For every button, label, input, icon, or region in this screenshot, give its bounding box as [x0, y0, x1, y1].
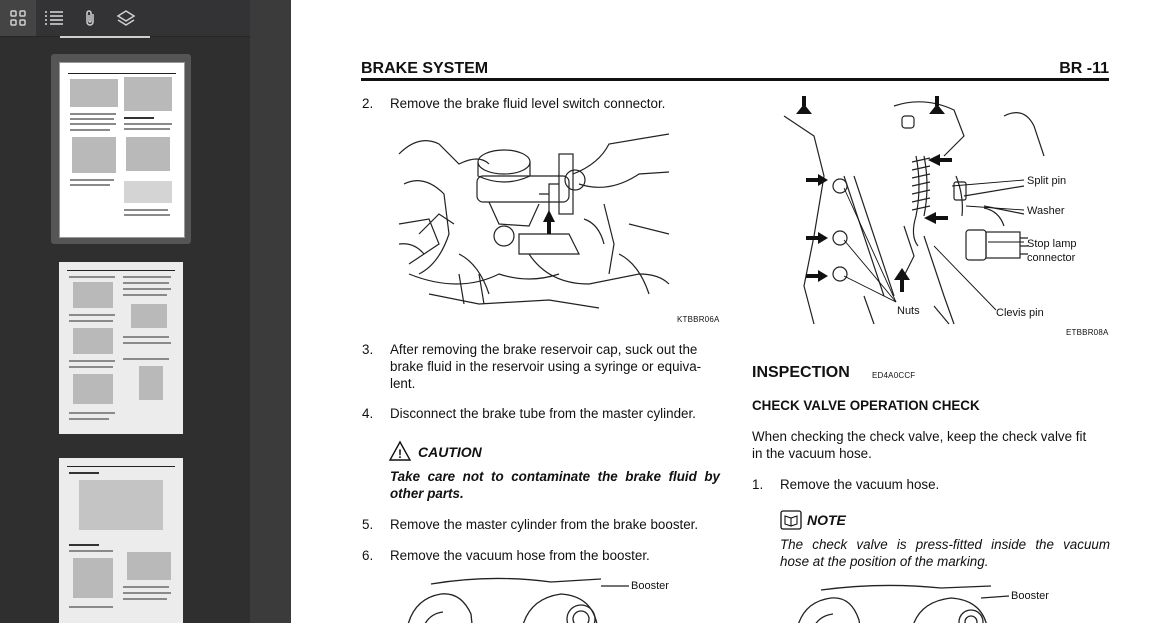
step-number: 3.	[362, 342, 374, 357]
page-number: BR -11	[1059, 60, 1109, 77]
step-number: 1.	[752, 477, 764, 492]
outline-button[interactable]	[36, 0, 72, 36]
booster-label: Booster	[631, 580, 669, 592]
text-line: other parts.	[390, 486, 464, 501]
step-text: Remove the vacuum hose.	[780, 477, 940, 492]
active-tab-indicator	[60, 36, 150, 38]
stop-lamp-label-2: connector	[1027, 252, 1076, 264]
grid-icon	[10, 10, 26, 26]
step-text: Remove the master cylinder from the brak…	[390, 517, 699, 532]
caution-text: Take care not to contaminate the brake f…	[390, 468, 720, 502]
paperclip-icon	[86, 10, 94, 26]
stop-lamp-label-1: Stop lamp	[1027, 238, 1077, 250]
document-page: BRAKE SYSTEM BR -11 2. Remove the brake …	[291, 0, 1176, 623]
figure-code: KTBBR06A	[677, 315, 720, 324]
text-line: lent.	[390, 376, 416, 391]
washer-label: Washer	[1027, 205, 1065, 217]
text-line: Take care not to contaminate the brake f…	[390, 469, 720, 484]
section-title: BRAKE SYSTEM	[361, 60, 489, 77]
list-icon	[45, 11, 63, 25]
figure-code: ETBBR08A	[1066, 328, 1109, 337]
svg-text:!: !	[398, 447, 402, 461]
viewer-gutter	[250, 0, 291, 623]
attachments-button[interactable]	[72, 0, 108, 36]
text-line: The check valve is press-fitted inside t…	[780, 537, 1110, 552]
clevis-pin-label: Clevis pin	[996, 307, 1044, 319]
step-text: After removing the brake reservoir cap, …	[390, 341, 720, 392]
step-text: Disconnect the brake tube from the maste…	[390, 406, 696, 421]
text-line: in the vacuum hose.	[752, 446, 872, 461]
page-thumbnail-3[interactable]	[51, 452, 191, 623]
nuts-label: Nuts	[897, 305, 920, 317]
text-line: When checking the check valve, keep the …	[752, 429, 1087, 444]
master-cylinder-figure	[398, 133, 670, 309]
inspection-title: INSPECTION	[752, 364, 850, 381]
booster-label: Booster	[1011, 590, 1049, 602]
inspection-paragraph: When checking the check valve, keep the …	[752, 428, 1112, 462]
note-title: NOTE	[807, 512, 846, 528]
thumbnails-button[interactable]	[0, 0, 36, 36]
page-thumbnail-2[interactable]	[51, 254, 191, 436]
page-thumbnail-image	[59, 62, 185, 238]
caution-title: CAUTION	[418, 444, 482, 460]
page-thumbnail-image	[59, 458, 183, 623]
page-thumbnail-1[interactable]	[51, 54, 191, 244]
step-number: 5.	[362, 517, 374, 532]
booster-figure-right: Booster	[798, 584, 1049, 623]
step-number: 4.	[362, 406, 374, 421]
layers-button[interactable]	[108, 0, 144, 36]
text-line: After removing the brake reservoir cap, …	[390, 342, 698, 357]
warning-icon: !	[388, 440, 412, 461]
inspection-subtitle: CHECK VALVE OPERATION CHECK	[752, 398, 980, 413]
step-number: 6.	[362, 548, 374, 563]
page-thumbnail-image	[59, 262, 183, 434]
brake-pedal-figure: Split pin Washer Stop lamp connector Nut…	[783, 96, 1077, 325]
thumbnail-sidebar	[0, 0, 251, 623]
note-text: The check valve is press-fitted inside t…	[780, 536, 1110, 570]
step-text: Remove the vacuum hose from the booster.	[390, 548, 650, 563]
step-number: 2.	[362, 96, 374, 111]
split-pin-label: Split pin	[1027, 175, 1066, 187]
layers-icon	[116, 10, 136, 26]
note-icon	[780, 510, 802, 530]
step-text: Remove the brake fluid level switch conn…	[390, 96, 666, 111]
header-rule	[361, 78, 1109, 81]
text-line: brake fluid in the reservoir using a syr…	[390, 359, 702, 374]
inspection-code: ED4A0CCF	[872, 371, 916, 380]
booster-figure-left: Booster	[407, 577, 669, 623]
sidebar-toolbar	[0, 0, 250, 37]
text-line: hose at the position of the marking.	[780, 554, 989, 569]
